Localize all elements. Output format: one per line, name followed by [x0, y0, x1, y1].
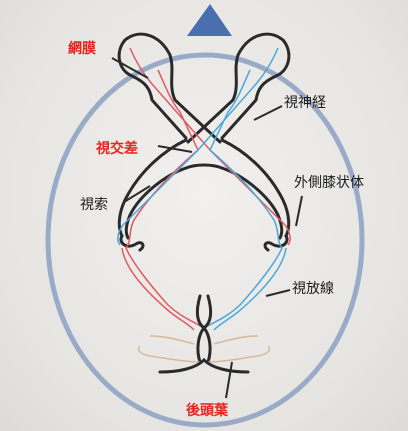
label-occipital-lobe: 後頭葉 — [186, 403, 228, 419]
label-lgn: 外側膝状体 — [294, 175, 364, 191]
occipital-cortex-left — [137, 335, 201, 363]
pointer-optic-nerve — [253, 105, 283, 121]
optic-tract-right-outer — [220, 138, 291, 238]
label-retina: 網膜 — [68, 41, 96, 57]
occipital-midline-right — [201, 294, 213, 364]
label-optic-chiasm: 視交差 — [96, 141, 138, 157]
left-eye-inner — [168, 53, 222, 144]
pointer-retina — [111, 57, 149, 79]
left-pathway — [125, 47, 291, 327]
right-pathway — [117, 47, 283, 327]
occipital-lobe-outline — [158, 357, 250, 374]
label-optic-nerve: 視神経 — [284, 95, 326, 111]
label-optic-tract: 視索 — [80, 197, 108, 213]
pointer-occipital-lobe — [225, 361, 233, 399]
chiasm-bottom — [185, 163, 223, 170]
pointer-optic-chiasm — [157, 145, 193, 153]
label-optic-radiation: 視放線 — [292, 281, 334, 297]
left-lgn-outline — [119, 234, 145, 252]
head-outline — [45, 52, 365, 428]
optic-tract-left-outer — [117, 138, 188, 238]
right-radiation — [213, 247, 287, 331]
right-eye-outline — [220, 32, 291, 140]
chiasm-lower-left — [124, 166, 188, 240]
chiasm-lower-right — [220, 166, 284, 240]
left-eye-outline — [117, 32, 188, 140]
pointer-lgn — [295, 195, 303, 227]
occipital-cortex-right — [207, 335, 271, 363]
pointer-optic-radiation — [265, 289, 291, 297]
nose-marker — [187, 4, 232, 36]
pointer-optic-tract — [123, 185, 151, 203]
left-radiation — [121, 247, 195, 331]
right-eye-inner — [186, 53, 240, 144]
right-lgn-outline — [263, 234, 289, 252]
